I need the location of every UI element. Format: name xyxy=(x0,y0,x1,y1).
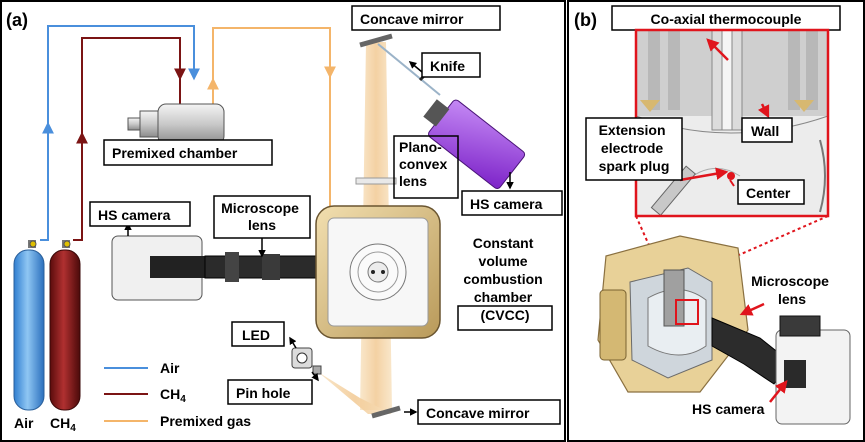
hs-camera-right-label: HS camera xyxy=(470,196,543,212)
chamber-cutaway-icon xyxy=(597,235,851,425)
cvcc-box xyxy=(457,305,553,331)
knife-box xyxy=(421,52,481,78)
panel-b-tag: (b) xyxy=(574,10,597,30)
legend-ch4-label: CH4 xyxy=(160,386,186,405)
knife-label: Knife xyxy=(430,58,465,74)
gas-lines xyxy=(40,25,336,241)
hs-camera-left-icon xyxy=(111,235,210,301)
hs-camera-left-box xyxy=(89,201,191,227)
air-line xyxy=(40,25,195,241)
led-label: LED xyxy=(242,327,270,343)
premixed-chamber-label: Premixed chamber xyxy=(112,145,238,161)
cvcc-chamber-icon xyxy=(315,205,441,339)
wall-box xyxy=(741,117,793,143)
microscope-lens-b-label: Microscope lens xyxy=(751,273,833,307)
center-label: Center xyxy=(746,185,791,201)
panel-b-border xyxy=(567,0,865,442)
microscope-lens-icon xyxy=(204,252,318,282)
thermocouple-arrow xyxy=(706,38,729,61)
wall-label: Wall xyxy=(751,123,779,139)
concave-mirror-top-label: Concave mirror xyxy=(360,11,464,27)
thermocouple-box xyxy=(611,5,841,31)
premixed-chamber xyxy=(127,103,225,145)
plano-convex-lens-label: Plano- convex lens xyxy=(399,139,451,189)
pin-hole-box xyxy=(227,379,313,405)
extension-electrode-label: Extension electrode spark plug xyxy=(599,122,670,174)
legend-premixed-label: Premixed gas xyxy=(160,413,251,429)
panel-a-tag: (a) xyxy=(6,10,28,30)
concave-mirror-bottom-label: Concave mirror xyxy=(426,405,530,421)
center-box xyxy=(737,179,805,205)
microscope-lens-b-arrow xyxy=(739,302,765,316)
concave-mirror-bottom-box xyxy=(417,399,561,425)
extension-electrode-box xyxy=(585,117,683,181)
ch4-cylinder xyxy=(49,240,81,411)
pin-hole-arrow xyxy=(311,371,319,382)
knife-arrow xyxy=(408,61,423,73)
thermocouple-label: Co-axial thermocouple xyxy=(651,11,802,27)
air-cylinder xyxy=(13,240,45,411)
hs-camera-left-label: HS camera xyxy=(98,207,171,223)
microscope-lens-label: Microscope lens xyxy=(221,200,303,233)
panel-a-border xyxy=(0,0,566,442)
legend: Air CH4 Premixed gas xyxy=(104,360,251,429)
premixed-line xyxy=(212,27,331,206)
plano-convex-lens-box xyxy=(393,135,459,199)
cvcc-label: Constant volume combustion chamber (CVCC… xyxy=(463,235,546,323)
extension-arrow xyxy=(679,167,729,182)
led-icon xyxy=(291,347,322,375)
led-arrow xyxy=(289,336,297,349)
legend-air-label: Air xyxy=(160,360,180,376)
ch4-cylinder-label: CH4 xyxy=(50,415,76,434)
led-box xyxy=(231,321,285,347)
hs-camera-b-arrow xyxy=(769,380,788,403)
premixed-chamber-box xyxy=(103,139,273,166)
pin-hole-label: Pin hole xyxy=(236,385,291,401)
concave-mirror-bottom-icon xyxy=(371,405,401,419)
center-dot xyxy=(727,172,735,180)
hs-camera-right-icon xyxy=(423,99,526,190)
center-arrow xyxy=(729,179,735,187)
concave-mirror-top-icon xyxy=(359,33,393,48)
wall-arrow xyxy=(757,103,770,119)
microscope-lens-box xyxy=(213,195,311,239)
beam-to-knife xyxy=(377,43,441,96)
concave-mirror-top-box xyxy=(351,5,501,31)
hs-camera-right-box xyxy=(461,190,563,216)
hs-camera-b-label: HS camera xyxy=(692,401,765,417)
air-cylinder-label: Air xyxy=(14,415,34,431)
